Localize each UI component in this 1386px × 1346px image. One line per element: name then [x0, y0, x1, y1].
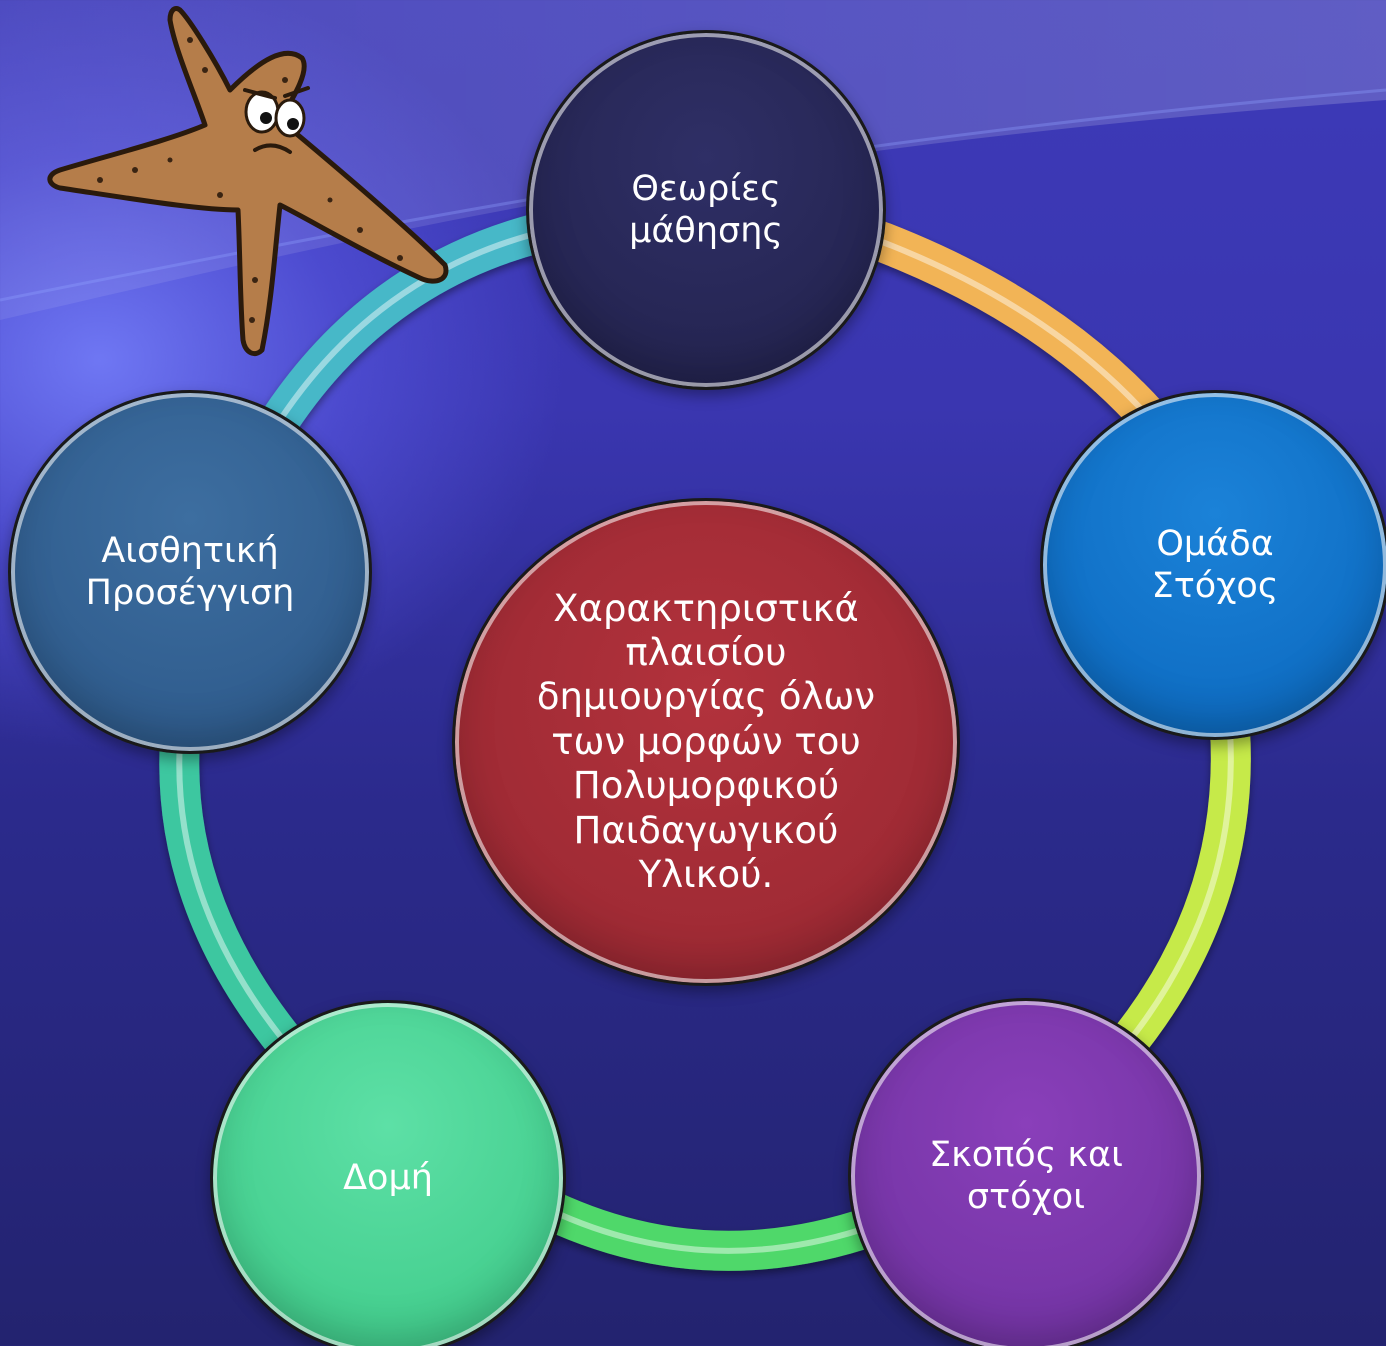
node-goals-objectives: Σκοπός και στόχοι [848, 998, 1204, 1346]
center-node: Χαρακτηριστικά πλαισίου δημιουργίας όλων… [452, 498, 960, 986]
node-aesthetic-approach-label: Αισθητική Προσέγγιση [85, 531, 295, 613]
node-structure: Δομή [210, 1000, 566, 1346]
ring-segment-target-goals [1110, 710, 1251, 1060]
starfish-icon [47, 6, 449, 357]
ring-segment-goals-structure [530, 1190, 880, 1271]
node-target-group-label: Ομάδα Στόχος [1151, 524, 1279, 606]
node-goals-objectives-label: Σκοπός και στόχοι [929, 1135, 1123, 1217]
node-aesthetic-approach: Αισθητική Προσέγγιση [8, 390, 372, 754]
center-node-label: Χαρακτηριστικά πλαισίου δημιουργίας όλων… [536, 586, 876, 896]
node-target-group: Ομάδα Στόχος [1040, 390, 1386, 740]
ring-segment-aesthetic-theories [260, 210, 570, 440]
node-learning-theories: Θεωρίες μάθησης [526, 30, 886, 390]
node-learning-theories-label: Θεωρίες μάθησης [629, 169, 783, 251]
ring-segment-theories-target [830, 210, 1180, 450]
node-structure-label: Δομή [343, 1158, 433, 1198]
ring-segment-structure-aesthetic [159, 720, 320, 1080]
